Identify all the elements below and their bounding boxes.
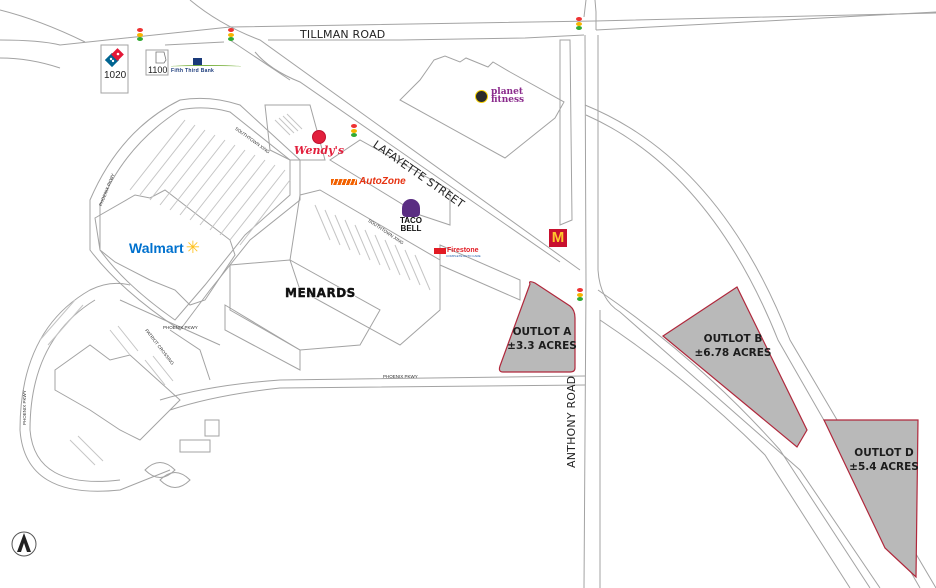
outlot-d-label[interactable]: OUTLOT D ±5.4 ACRES bbox=[846, 446, 922, 474]
outlot-d-name: OUTLOT D bbox=[854, 447, 914, 459]
traffic-signal-icon bbox=[351, 124, 357, 137]
outlot-b-name: OUTLOT B bbox=[703, 333, 763, 345]
parcel-number-1100: 1100 bbox=[148, 65, 168, 75]
taco-bell-logo: TACO BELL bbox=[399, 199, 423, 233]
anthony-road-west-edge bbox=[583, 34, 587, 588]
phoenix-pkwy-south-edge bbox=[169, 384, 586, 411]
walmart-spark-icon: ✳ bbox=[185, 238, 200, 257]
outlot-d-size: ±5.4 ACRES bbox=[849, 461, 919, 473]
outlot-a-parcel bbox=[498, 281, 576, 373]
outlot-d-parcel bbox=[823, 419, 919, 579]
planet-fitness-logo: planet fitness bbox=[475, 88, 535, 105]
road-label-phoenix-pkwy: PHOENIX PKWY bbox=[22, 390, 27, 425]
mcdonalds-logo-icon: M bbox=[549, 229, 567, 247]
lafayette-street-south-edge bbox=[254, 51, 561, 263]
tillman-road-north-edge bbox=[0, 12, 936, 46]
firestone-logo: Firestone COMPLETE AUTO CARE bbox=[434, 247, 481, 258]
traffic-signal-icon bbox=[577, 288, 583, 301]
wendys-logo: Wendy's bbox=[294, 130, 344, 157]
outlot-b-label[interactable]: OUTLOT B ±6.78 ACRES bbox=[688, 332, 778, 360]
road-label-phoenix-pkwy: PHOENIX PKWY bbox=[163, 325, 198, 330]
walmart-logo: Walmart ✳ bbox=[129, 238, 200, 257]
lafayette-street-north-edge bbox=[189, 0, 581, 271]
traffic-signal-icon bbox=[228, 28, 234, 41]
outlot-a-name: OUTLOT A bbox=[512, 326, 572, 338]
tillman-road-south-edge bbox=[268, 34, 585, 41]
outlot-b-parcel bbox=[661, 286, 808, 448]
outlot-b-size: ±6.78 ACRES bbox=[694, 347, 772, 359]
road-label-anthony: ANTHONY ROAD bbox=[565, 375, 578, 468]
outlot-a-label[interactable]: OUTLOT A ±3.3 ACRES bbox=[506, 325, 578, 353]
planet-fitness-building bbox=[399, 55, 565, 159]
parcel-number-1020: 1020 bbox=[104, 70, 127, 81]
road-label-phoenix-pkwy: PHOENIX PKWY bbox=[383, 374, 418, 379]
menards-building bbox=[229, 259, 381, 351]
anthony-road-east-edge bbox=[597, 35, 881, 588]
north-arrow-icon bbox=[11, 531, 37, 557]
walmart-building bbox=[94, 189, 236, 306]
traffic-signal-icon bbox=[137, 28, 143, 41]
phoenix-pkwy-north-edge bbox=[159, 375, 586, 401]
menards-logo: MENARDS bbox=[285, 286, 356, 300]
dominos-logo-icon bbox=[104, 48, 125, 73]
autozone-logo: AutoZone bbox=[331, 176, 406, 187]
fifth-third-bank-logo: Fifth Third Bank bbox=[171, 58, 241, 74]
road-label-tillman: TILLMAN ROAD bbox=[300, 28, 386, 41]
outlot-a-size: ±3.3 ACRES bbox=[507, 340, 577, 352]
southwest-building bbox=[54, 344, 181, 441]
traffic-signal-icon bbox=[576, 17, 582, 30]
